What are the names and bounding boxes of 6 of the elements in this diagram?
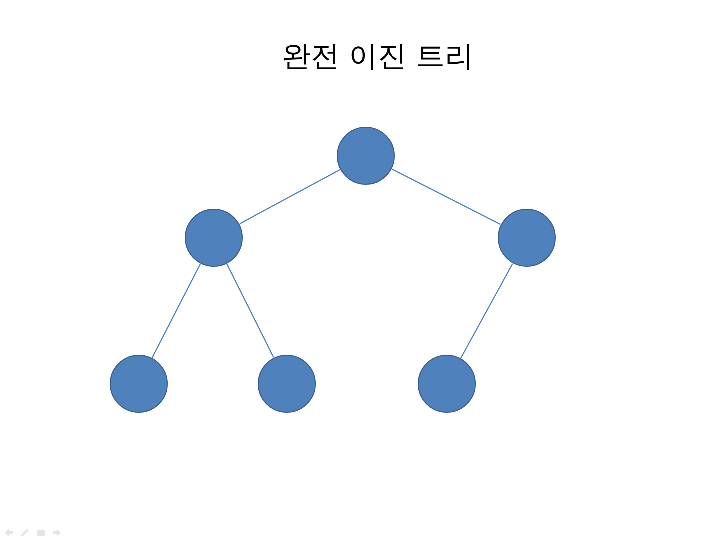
connector-line: [226, 264, 274, 358]
connector-line: [392, 168, 501, 226]
connector-line: [460, 264, 514, 358]
connector-line: [152, 264, 201, 358]
diagram-title: 완전 이진 트리: [280, 38, 476, 75]
connector-line: [240, 170, 340, 224]
